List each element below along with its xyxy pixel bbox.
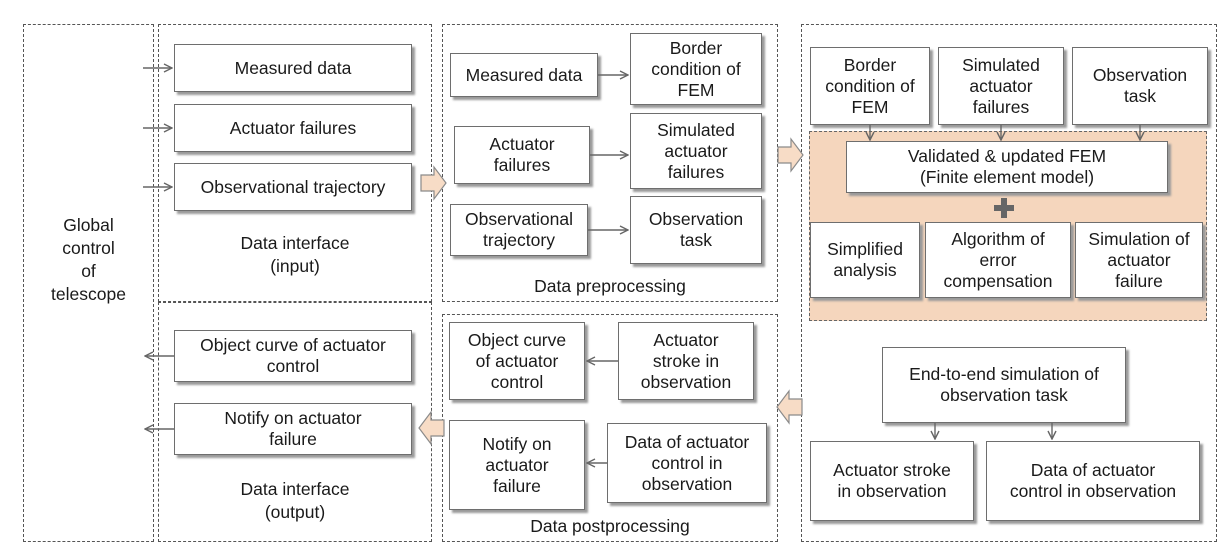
sim-actuator-stroke-box: Actuator stroke in observation xyxy=(810,441,974,521)
fem-model-box: Validated & updated FEM (Finite element … xyxy=(846,141,1168,193)
data-interface-output-caption: Data interface (output) xyxy=(240,479,350,522)
output-notify-failure-box: Notify on actuator failure xyxy=(174,403,412,455)
sim-observation-task-box: Observation task xyxy=(1072,47,1208,125)
simplified-analysis-box: Simplified analysis xyxy=(810,222,920,298)
actuator-failure-simulation-box: Simulation of actuator failure xyxy=(1075,222,1203,298)
pre-observational-trajectory-box: Observational trajectory xyxy=(450,204,588,256)
global-control-panel xyxy=(23,24,154,542)
input-measured-data-box: Measured data xyxy=(174,44,412,92)
pre-actuator-failures-box: Actuator failures xyxy=(454,126,590,184)
data-postprocessing-caption: Data postprocessing xyxy=(530,516,690,536)
data-interface-input-caption: Data interface (input) xyxy=(240,233,350,276)
error-compensation-box: Algorithm of error compensation xyxy=(925,222,1071,298)
post-data-actuator-control-box: Data of actuator control in observation xyxy=(607,423,767,503)
sim-data-actuator-control-box: Data of actuator control in observation xyxy=(986,441,1200,521)
big-arrow-simulation-to-postprocessing xyxy=(776,389,803,425)
input-actuator-failures-box: Actuator failures xyxy=(174,104,412,152)
pre-border-condition-box: Border condition of FEM xyxy=(630,33,762,105)
pre-measured-data-box: Measured data xyxy=(450,53,598,97)
sim-border-condition-box: Border condition of FEM xyxy=(810,47,930,125)
post-notify-failure-box: Notify on actuator failure xyxy=(449,420,585,510)
output-object-curve-box: Object curve of actuator control xyxy=(174,330,412,382)
pre-simulated-failures-box: Simulated actuator failures xyxy=(630,113,762,189)
end-to-end-simulation-box: End-to-end simulation of observation tas… xyxy=(882,347,1126,423)
global-control-label: Global control of telescope xyxy=(51,215,126,304)
data-interface-input-panel xyxy=(158,24,432,302)
big-arrow-preprocessing-to-simulation xyxy=(777,137,804,173)
input-observational-trajectory-box: Observational trajectory xyxy=(174,163,412,211)
pre-observation-task-box: Observation task xyxy=(630,196,762,264)
sim-simulated-failures-box: Simulated actuator failures xyxy=(938,47,1064,125)
data-preprocessing-caption: Data preprocessing xyxy=(534,276,686,296)
simulation-panel xyxy=(801,24,1217,542)
post-actuator-stroke-box: Actuator stroke in observation xyxy=(618,322,754,400)
post-object-curve-box: Object curve of actuator control xyxy=(449,322,585,400)
